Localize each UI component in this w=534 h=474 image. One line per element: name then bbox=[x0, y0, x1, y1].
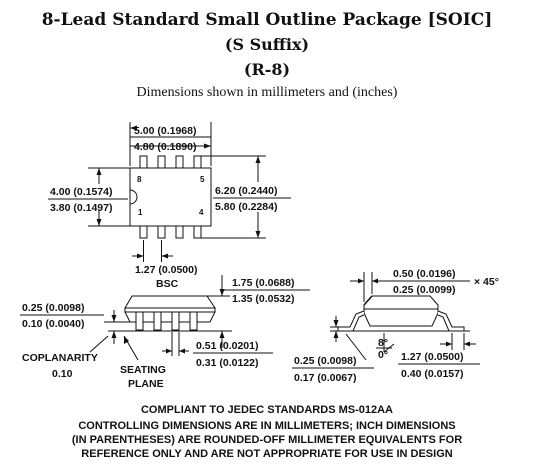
title-line-2: (S Suffix) bbox=[224, 35, 310, 54]
top-view: 5.00 (0.1968) 4.80 (0.1890) 8 5 1 4 bbox=[48, 122, 291, 290]
side-lead bbox=[189, 311, 198, 331]
note-line-2: CONTROLLING DIMENSIONS ARE IN MILLIMETER… bbox=[78, 420, 456, 432]
arrow-head bbox=[166, 348, 172, 354]
package-body bbox=[129, 167, 212, 227]
arrow-head bbox=[204, 143, 211, 149]
height-min-label: 1.35 (0.0532) bbox=[232, 293, 294, 305]
pin-lead bbox=[175, 155, 184, 169]
title-line-1: 8-Lead Standard Small Outline Package [S… bbox=[41, 10, 493, 30]
pin-label-5: 5 bbox=[200, 175, 205, 184]
body-length-min-label: 4.80 (0.1890) bbox=[134, 141, 196, 153]
coplanarity-value: 0.10 bbox=[52, 368, 73, 380]
arrow-head bbox=[464, 341, 470, 347]
title-line-3: (R-8) bbox=[243, 60, 291, 79]
arrow-head bbox=[255, 231, 261, 238]
end-lead-left bbox=[337, 310, 365, 332]
note-line-4: REFERENCE ONLY AND ARE NOT APPROPRIATE F… bbox=[81, 448, 453, 460]
pin-label-1: 1 bbox=[138, 208, 143, 217]
side-lead bbox=[153, 311, 162, 331]
note-line-1: COMPLIANT TO JEDEC STANDARDS MS-012AA bbox=[140, 404, 393, 416]
foot-length-min-label: 0.40 (0.0157) bbox=[401, 368, 463, 380]
thickness-leader bbox=[345, 333, 367, 361]
pin-lead bbox=[139, 155, 148, 169]
pin-lead bbox=[175, 225, 184, 239]
angle-max-label: 8° bbox=[378, 337, 388, 349]
dimensions-subtitle: Dimensions shown in millimeters and (inc… bbox=[136, 85, 398, 100]
seating-label: SEATING bbox=[120, 364, 166, 376]
standoff-min-label: 0.10 (0.0040) bbox=[22, 318, 84, 330]
lead-thickness-min-label: 0.17 (0.0067) bbox=[294, 372, 356, 384]
lead-thickness-max-label: 0.25 (0.0098) bbox=[294, 355, 356, 367]
pin-lead bbox=[193, 225, 202, 239]
arrow-head bbox=[161, 253, 168, 259]
pitch-label: 1.27 (0.0500) bbox=[135, 264, 197, 276]
overall-width-min-label: 5.80 (0.2284) bbox=[215, 201, 277, 213]
arrow-head bbox=[111, 331, 117, 338]
body-width-min-label: 3.80 (0.1497) bbox=[50, 202, 112, 214]
pitch-bsc-label: BSC bbox=[156, 278, 179, 290]
standoff-max-label: 0.25 (0.0098) bbox=[22, 302, 84, 314]
pin-lead bbox=[157, 155, 166, 169]
arrow-head bbox=[333, 331, 339, 338]
pin-label-8: 8 bbox=[137, 175, 142, 184]
arrow-head bbox=[96, 168, 102, 175]
plane-label: PLANE bbox=[128, 378, 164, 390]
coplanarity-leader bbox=[89, 335, 109, 353]
arrow-head bbox=[219, 289, 225, 296]
end-body bbox=[363, 295, 439, 327]
arrow-head bbox=[124, 336, 129, 344]
arrow-head bbox=[96, 219, 102, 226]
side-view: 1.75 (0.0688) 1.35 (0.0532) 0.25 (0.0098… bbox=[20, 275, 310, 390]
side-lead bbox=[135, 311, 144, 331]
side-lead bbox=[171, 311, 180, 331]
angle-min-label: 0° bbox=[378, 349, 388, 361]
arrow-head bbox=[446, 341, 452, 347]
pin-lead bbox=[157, 225, 166, 239]
body-width-max-label: 4.00 (0.1574) bbox=[50, 186, 112, 198]
body-length-max-label: 5.00 (0.1968) bbox=[134, 125, 196, 137]
end-view: 0.50 (0.0196) 0.25 (0.0099) × 45° 0.25 (… bbox=[292, 268, 499, 384]
note-line-3: (IN PARENTHESES) ARE ROUNDED-OFF MILLIME… bbox=[71, 434, 463, 446]
foot-length-max-label: 1.27 (0.0500) bbox=[401, 351, 463, 363]
arrow-head bbox=[358, 278, 364, 284]
pin-label-4: 4 bbox=[199, 208, 204, 217]
chamfer-min-label: 0.25 (0.0099) bbox=[393, 284, 455, 296]
arrow-head bbox=[333, 320, 339, 327]
overall-width-max-label: 6.20 (0.2440) bbox=[215, 185, 277, 197]
arrow-head bbox=[137, 253, 144, 259]
arrow-head bbox=[372, 278, 378, 284]
lead-width-min-label: 0.31 (0.0122) bbox=[196, 357, 258, 369]
arrow-head bbox=[219, 331, 225, 338]
chamfer-max-label: 0.50 (0.0196) bbox=[393, 268, 455, 280]
pin1-notch bbox=[129, 189, 138, 205]
pin-lead bbox=[193, 155, 202, 169]
arrow-head bbox=[255, 156, 261, 163]
height-max-label: 1.75 (0.0688) bbox=[232, 277, 294, 289]
lead-width-max-label: 0.51 (0.0201) bbox=[196, 340, 258, 352]
end-lead-right bbox=[437, 310, 465, 332]
pin-lead bbox=[139, 225, 148, 239]
side-body-top bbox=[124, 295, 216, 309]
arrow-head bbox=[179, 348, 185, 354]
coplanarity-label: COPLANARITY bbox=[22, 352, 98, 364]
chamfer-angle-label: × 45° bbox=[474, 276, 499, 288]
arrow-head bbox=[111, 315, 117, 322]
